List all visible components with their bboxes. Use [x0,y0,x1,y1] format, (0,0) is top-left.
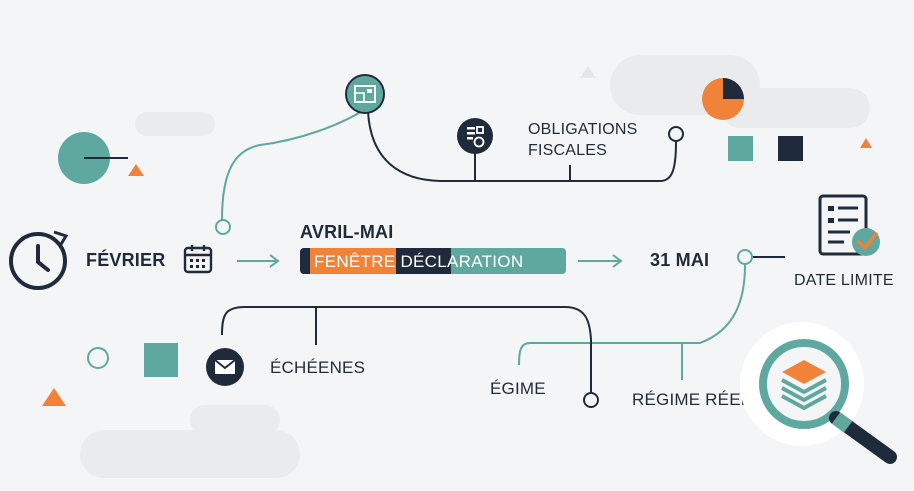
decor-ring [87,347,109,369]
decor-triangle [580,66,596,78]
label-regime-reel: RÉGIME RÉEL [632,390,751,409]
decor-triangle [42,388,66,406]
connector-navy-top [367,109,677,182]
pie-chart-icon [702,78,744,120]
decor-triangle [128,164,144,176]
decor-square [778,136,803,161]
background-blob [135,112,215,136]
decor-square [144,343,178,377]
background-blob [720,88,870,128]
label-31-mai: 31 MAI [650,250,710,270]
label-avril-mai: AVRIL-MAI [300,222,394,242]
label-obligations-line2: FISCALES [528,142,607,159]
blueprint-icon [345,74,385,114]
label-date-limite: DATE LIMITE [794,272,894,289]
label-echeenes: ÉCHÉENES [270,358,366,377]
connector-teal-top-left [221,109,365,221]
calendar-icon [183,245,213,274]
label-fenetre-declaration: FENÊTRE DÉCLARATION [314,252,524,271]
node-circle [668,126,684,142]
node-circle [215,219,231,235]
arrow-right [269,254,280,268]
declaration-window-bar: FENÊTRE DÉCLARATION [300,248,566,274]
connector-teal-bottom [518,264,746,366]
node-circle [737,249,753,265]
clock-icon [9,230,69,290]
envelope-icon [206,348,244,386]
label-fevrier: FÉVRIER [86,250,166,270]
decor-square [728,136,753,161]
document-chart-icon [457,118,493,154]
magnifying-glass-layers-icon [740,322,897,464]
node-circle [583,392,599,408]
background-blob [80,430,300,478]
connector-navy-bottom [221,306,592,393]
decor-triangle [860,138,872,148]
label-obligations-line1: OBLIGATIONS [528,121,638,138]
checklist-document-icon [818,194,880,256]
label-egime: ÉGIME [490,379,546,398]
background-blob [190,405,280,435]
arrow-right [612,254,623,268]
